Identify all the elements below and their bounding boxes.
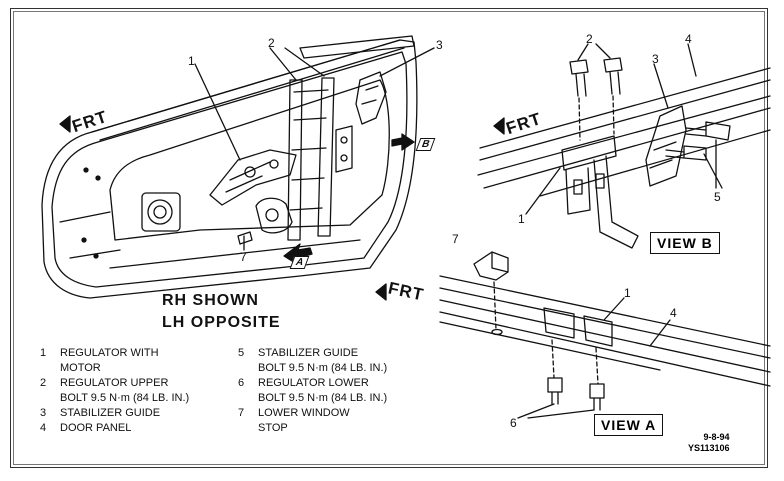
callout-b-bolt: 2 [586, 32, 593, 46]
figure-code: YS113106 [688, 443, 730, 453]
callout-window-stop: 7 [240, 250, 247, 264]
door-panel-drawing [41, 35, 435, 299]
view-b-title: VIEW B [650, 232, 720, 254]
callout-a-panel: 4 [670, 306, 677, 320]
callout-regulator: 1 [188, 54, 195, 68]
callout-b-regulator: 1 [518, 212, 525, 226]
lh-opposite-label: LH OPPOSITE [162, 314, 281, 331]
figure-code-tag: 9-8-94 YS113106 [688, 432, 730, 454]
callout-b-panel: 4 [685, 32, 692, 46]
view-a-drawing [439, 251, 771, 419]
figure-date: 9-8-94 [703, 432, 730, 442]
callout-a-window-stop: 7 [452, 232, 459, 246]
view-b-drawing [477, 43, 771, 249]
callout-upper-bolt: 2 [268, 36, 275, 50]
callout-a-lower-bolt: 6 [510, 416, 517, 430]
callout-a-regulator: 1 [624, 286, 631, 300]
view-a-title: VIEW A [594, 414, 664, 436]
callout-b-guide: 3 [652, 52, 659, 66]
rh-shown-label: RH SHOWN [162, 292, 259, 309]
outer-frame [10, 8, 768, 468]
callout-stabilizer-guide: 3 [436, 38, 443, 52]
inner-frame [13, 11, 765, 465]
callout-b-guide-bolt: 5 [714, 190, 721, 204]
